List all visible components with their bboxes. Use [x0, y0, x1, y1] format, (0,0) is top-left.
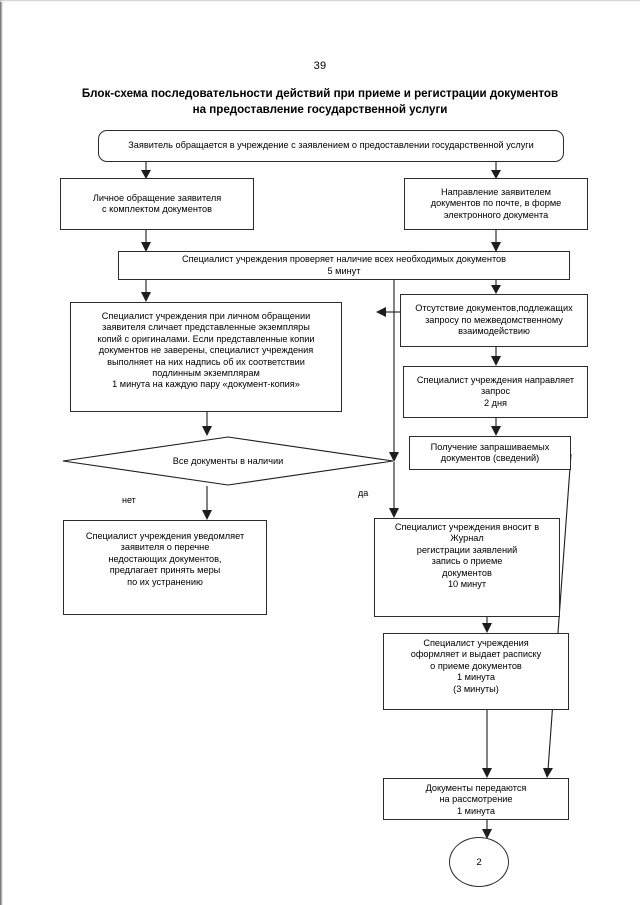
flow-node-notify-missing-documents-text: Специалист учреждения уведомляет заявите… [85, 531, 245, 587]
flow-node-transfer-documents-text: Документы передаются на рассмотрение 1 м… [425, 783, 527, 816]
flow-node-journal-entry-text: Специалист учреждения вносит в Журнал ре… [394, 522, 540, 590]
branch-label-yes: да [358, 488, 369, 498]
flow-node-decision-all-documents: Все документы в наличии [62, 436, 394, 486]
flow-node-send-request-text: Специалист учреждения направляет запрос … [416, 374, 575, 408]
flow-node-receive-documents-text: Получение запрашиваемых документов (свед… [430, 442, 550, 464]
scan-edge-top [0, 0, 640, 2]
flow-node-mail-submission-text: Направление заявителем документов по поч… [430, 186, 562, 220]
flow-node-notify-missing-documents: Специалист учреждения уведомляет заявите… [63, 520, 267, 615]
flow-node-page-connector-2-text: 2 [476, 856, 482, 868]
flow-node-missing-interagency-documents: Отсутствие документов,подлежащих запросу… [400, 294, 588, 347]
flow-node-compare-copies: Специалист учреждения при личном обращен… [70, 302, 342, 412]
flow-node-missing-interagency-documents-text: Отсутствие документов,подлежащих запросу… [415, 303, 573, 337]
page-number: 39 [313, 60, 327, 72]
flow-node-page-connector-2: 2 [449, 837, 509, 887]
flow-node-check-documents: Специалист учреждения проверяет наличие … [118, 251, 570, 280]
flow-node-journal-entry: Специалист учреждения вносит в Журнал ре… [374, 518, 560, 617]
scan-edge-left [0, 0, 3, 905]
page-title: Блок-схема последовательности действий п… [60, 86, 580, 118]
flow-node-transfer-documents: Документы передаются на рассмотрение 1 м… [383, 778, 569, 820]
flow-node-compare-copies-text: Специалист учреждения при личном обращен… [97, 311, 315, 390]
flow-node-check-documents-text: Специалист учреждения проверяет наличие … [181, 254, 507, 276]
flow-node-decision-all-documents-text: Все документы в наличии [172, 456, 284, 466]
flow-node-start-text: Заявитель обращается в учреждение с заяв… [128, 140, 534, 151]
branch-label-no: нет [122, 495, 136, 505]
page-title-line-1: Блок-схема последовательности действий п… [81, 87, 559, 100]
page-title-line-2: на предоставление государственной услуги [192, 103, 448, 116]
flow-node-receive-documents: Получение запрашиваемых документов (свед… [409, 436, 571, 470]
flow-node-issue-receipt: Специалист учреждения оформляет и выдает… [383, 633, 569, 710]
flow-node-send-request: Специалист учреждения направляет запрос … [403, 366, 588, 418]
flow-node-start: Заявитель обращается в учреждение с заяв… [98, 130, 564, 162]
flow-node-personal-application-text: Личное обращение заявителя с комплектом … [92, 192, 222, 214]
flow-node-mail-submission: Направление заявителем документов по поч… [404, 178, 588, 230]
flow-node-issue-receipt-text: Специалист учреждения оформляет и выдает… [410, 638, 542, 694]
flow-node-personal-application: Личное обращение заявителя с комплектом … [60, 178, 254, 230]
